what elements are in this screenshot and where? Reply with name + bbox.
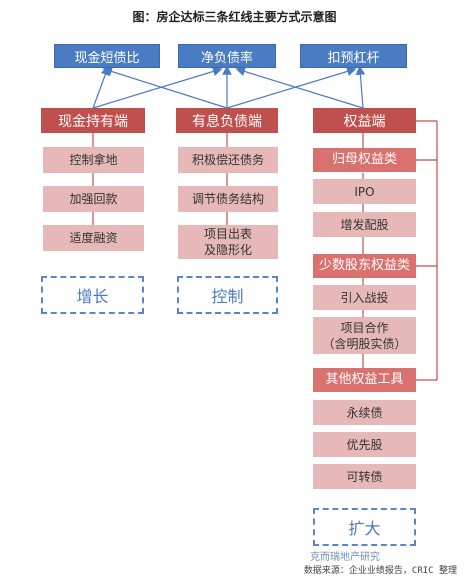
equity-item: 增发配股 — [313, 212, 416, 237]
equity-item: 优先股 — [313, 432, 416, 457]
equity-group-title: 其他权益工具 — [313, 368, 416, 392]
column-header-debt: 有息负债端 — [176, 108, 278, 133]
goal-equity: 扩大 — [313, 508, 416, 546]
equity-group-title: 归母权益类 — [313, 148, 416, 172]
equity-item: IPO — [313, 179, 416, 204]
column-header-equity: 权益端 — [313, 108, 416, 133]
cash-item: 加强回款 — [43, 186, 144, 212]
indicator-leverage: 扣预杠杆 — [300, 44, 407, 68]
debt-item: 积极偿还债务 — [178, 147, 278, 173]
equity-group-title: 少数股东权益类 — [313, 254, 416, 278]
cash-item: 控制拿地 — [43, 147, 144, 173]
indicator-net-debt-ratio: 净负债率 — [178, 44, 276, 68]
debt-item: 项目出表 及隐形化 — [178, 225, 278, 259]
equity-item: 永续债 — [313, 400, 416, 425]
equity-item: 可转债 — [313, 464, 416, 489]
goal-debt: 控制 — [177, 276, 278, 314]
indicator-cash-ratio: 现金短债比 — [54, 44, 160, 68]
watermark: 克而瑞地产研究 — [310, 552, 380, 563]
goal-cash: 增长 — [41, 276, 144, 314]
equity-item: 引入战投 — [313, 285, 416, 310]
equity-item: 项目合作 （含明股实债） — [313, 317, 416, 354]
debt-item: 调节债务结构 — [178, 186, 278, 212]
source-footer: 数据来源：企业业绩报告，CRIC 整理 — [303, 566, 457, 576]
column-header-cash: 现金持有端 — [41, 108, 145, 133]
page-title: 图：房企达标三条红线主要方式示意图 — [132, 10, 337, 24]
cash-item: 适度融资 — [43, 225, 144, 251]
